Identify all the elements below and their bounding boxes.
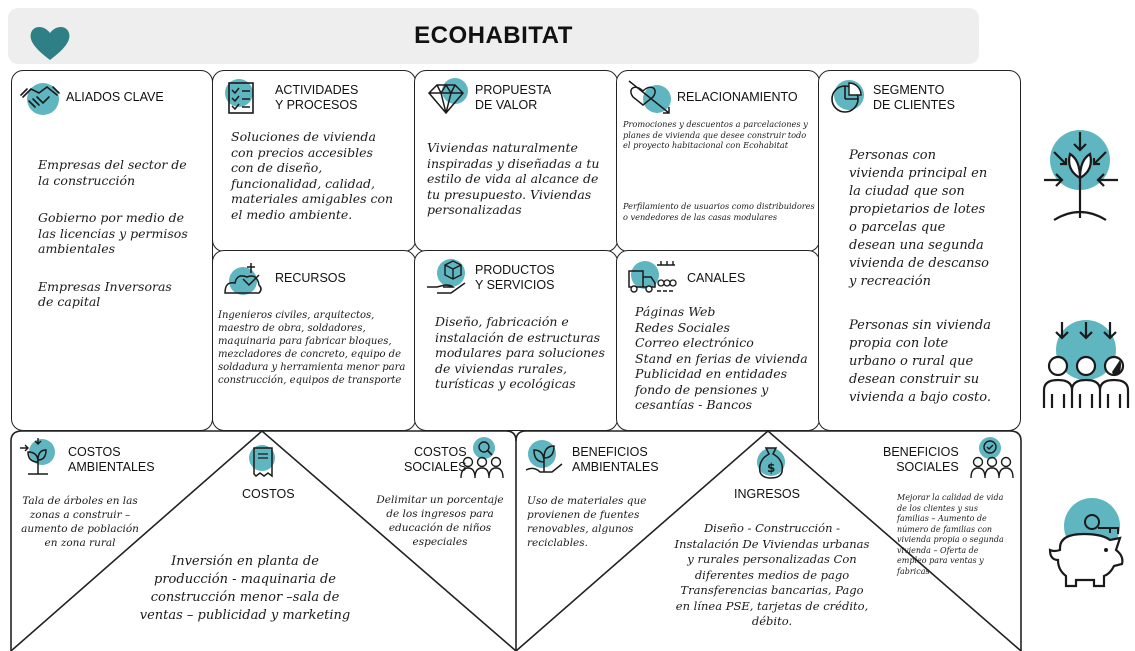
- productos-text: Diseño, fabricación e instalación de est…: [435, 314, 605, 391]
- actividades-text: Soluciones de vivienda con precios acces…: [231, 129, 394, 222]
- canales-item: Publicidad en entidades fondo de pension…: [635, 366, 788, 412]
- canales-header: CANALES: [687, 271, 746, 285]
- ingresos-text: Diseño - Construcción - Instalación De V…: [674, 521, 870, 628]
- receipt-icon: [249, 445, 275, 478]
- costos-sociales-header: COSTOS SOCIALES: [404, 445, 467, 474]
- segmento-header: SEGMENTO DE CLIENTES: [873, 83, 955, 112]
- segmento-block: SEGMENTO DE CLIENTES Personas con vivien…: [818, 70, 1021, 431]
- aliados-item: Empresas Inversoras de capital: [38, 278, 172, 310]
- canales-item: Redes Sociales: [635, 319, 730, 335]
- canales-item: Correo electrónico: [635, 335, 754, 350]
- canales-list: Páginas Web Redes Sociales Correo electr…: [635, 304, 813, 413]
- actividades-block: ACTIVIDADES Y PROCESOS Soluciones de viv…: [212, 70, 416, 252]
- recursos-text: Ingenieros civiles, arquitectos, maestro…: [218, 310, 406, 386]
- beneficios-sociales-text: Mejorar la calidad de vida de los client…: [897, 493, 1004, 576]
- svg-text:$: $: [767, 461, 775, 475]
- checklist-icon: [225, 79, 254, 114]
- handshake-icon: [20, 83, 60, 115]
- people-arrows-icon: [1042, 320, 1130, 408]
- canales-item: Stand en ferias de vivienda: [635, 350, 808, 366]
- actividades-header: ACTIVIDADES Y PROCESOS: [275, 83, 359, 112]
- relacionamiento-block: RELACIONAMIENTO Promociones y descuentos…: [616, 70, 820, 252]
- heart-icon: [30, 26, 70, 60]
- propuesta-header: PROPUESTA DE VALOR: [475, 83, 552, 112]
- beneficios-sociales-header: BENEFICIOS SOCIALES: [883, 445, 959, 474]
- ingresos-header: INGRESOS: [734, 487, 800, 501]
- relacionamiento-text-1: Promociones y descuentos a parcelaciones…: [623, 119, 808, 150]
- beneficios-ambientales-header: BENEFICIOS AMBIENTALES: [572, 445, 659, 474]
- productos-header: PRODUCTOS Y SERVICIOS: [475, 263, 555, 292]
- plant-hand-icon: [525, 440, 563, 473]
- people-check-icon: [970, 437, 1014, 479]
- costos-ambientales-text: Tala de árboles en las zonas a construir…: [21, 495, 139, 549]
- segmento-text-2: Personas sin vivienda propia con lote ur…: [849, 318, 991, 405]
- recursos-header: RECURSOS: [275, 271, 346, 285]
- productos-block: PRODUCTOS Y SERVICIOS Diseño, fabricació…: [414, 250, 618, 431]
- costos-header: COSTOS: [242, 487, 295, 501]
- costos-ambientales-header: COSTOS AMBIENTALES: [68, 445, 155, 474]
- propuesta-block: PROPUESTA DE VALOR Viviendas naturalment…: [414, 70, 618, 252]
- relacionamiento-text-2: Perfilamiento de usuarios como distribui…: [623, 201, 815, 222]
- costos-sociales-text: Delimitar un porcentaje de los ingresos …: [376, 494, 504, 548]
- canales-item: Páginas Web: [635, 304, 716, 319]
- sprout-arrows-icon: [20, 438, 55, 475]
- relacionamiento-header: RELACIONAMIENTO: [677, 90, 798, 104]
- pie-chart-icon: [831, 80, 864, 113]
- recursos-block: RECURSOS Ingenieros civiles, arquitectos…: [212, 250, 416, 431]
- resources-icon: [224, 263, 262, 295]
- aliados-item: Gobierno por medio de las licencias y pe…: [38, 210, 188, 256]
- diamond-icon: [427, 78, 468, 115]
- truck-icon: [628, 261, 677, 293]
- plant-arrows-icon: [1044, 130, 1118, 221]
- aliados-item: Empresas del sector de la construcción: [38, 157, 187, 188]
- aliados-clave-header: ALIADOS CLAVE: [66, 90, 164, 104]
- heart-arrow-icon: [628, 80, 671, 114]
- costos-text: Inversión en planta de producción - maqu…: [139, 554, 351, 623]
- aliados-clave-block: ALIADOS CLAVE Empresas del sector de la …: [11, 70, 213, 431]
- title-bar: ECOHABITAT: [8, 8, 979, 64]
- hand-box-icon: [427, 259, 466, 294]
- propuesta-text: Viviendas naturalmente inspiradas y dise…: [427, 140, 600, 217]
- segmento-text-1: Personas con vivienda principal en la ci…: [849, 148, 990, 289]
- aliados-clave-text: Empresas del sector de la construcción G…: [38, 157, 188, 310]
- page-title: ECOHABITAT: [414, 22, 573, 49]
- people-search-icon: [460, 437, 504, 479]
- money-bag-icon: $: [757, 447, 785, 479]
- piggy-bank-icon: [1048, 498, 1124, 588]
- beneficios-ambientales-text: Uso de materiales que provienen de fuent…: [527, 495, 647, 549]
